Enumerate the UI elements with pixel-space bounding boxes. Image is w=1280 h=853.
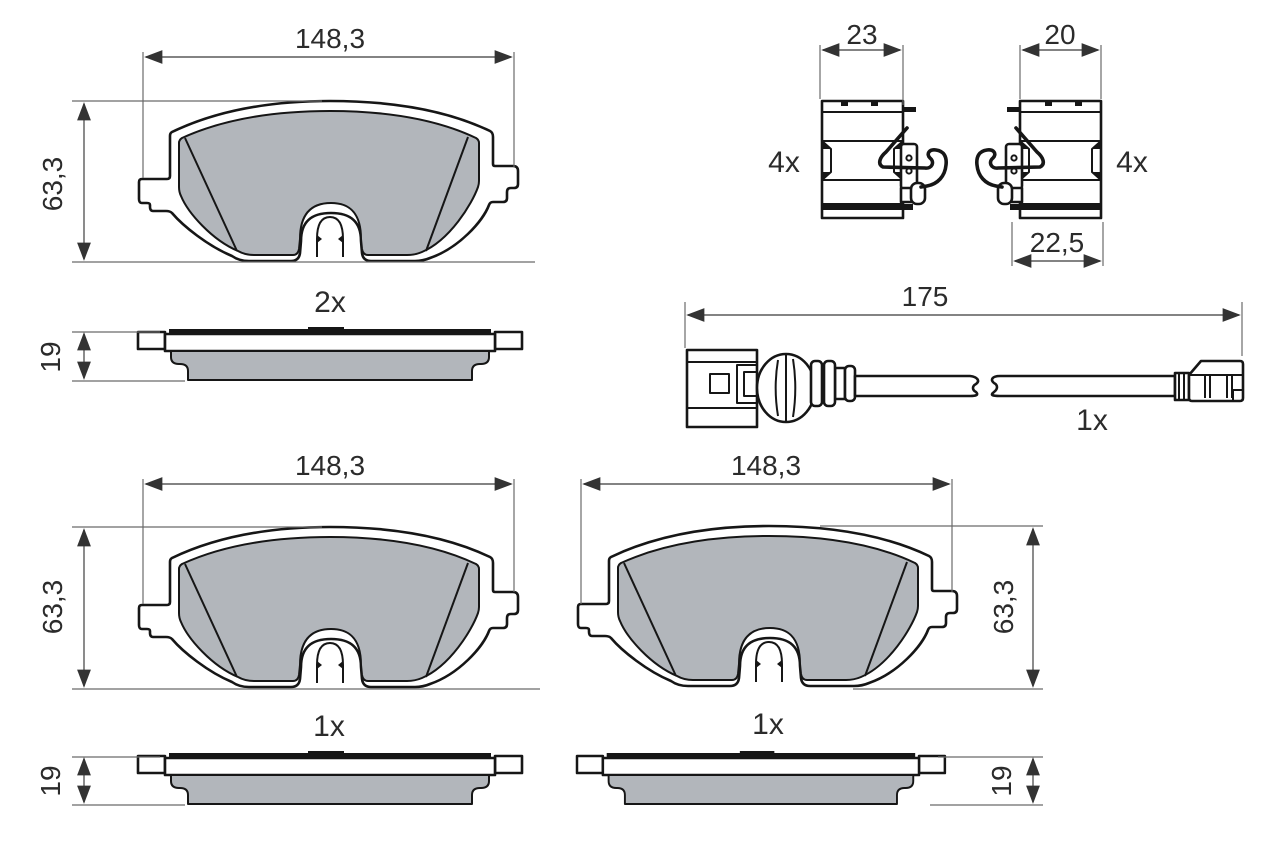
dim-pad-bottom-left-width: 148,3 [295,450,365,481]
pad-side-top [136,325,524,382]
dim-pad-top-thickness: 19 [35,341,66,372]
dim-pad-top-width: 148,3 [295,23,365,54]
qty-clip-right: 4x [1116,146,1148,179]
dim-clip-right-width: 20 [1044,19,1075,50]
qty-clip-left: 4x [768,146,800,179]
dim-pad-bottom-left-height: 63,3 [37,580,68,635]
dim-pad-bottom-right-thickness: 19 [986,765,1017,796]
qty-sensor: 1x [1076,404,1108,437]
extension-lines [72,45,1243,806]
dim-clip-left-width: 23 [846,19,877,50]
dim-pad-bottom-right-height: 63,3 [988,580,1019,635]
dim-pad-bottom-left-thickness: 19 [35,765,66,796]
qty-pad-bottom-left: 1x [313,710,345,743]
wear-sensor [685,348,1245,429]
dim-pad-top-height: 63,3 [37,157,68,212]
dim-pad-bottom-right-width: 148,3 [731,450,801,481]
qty-pad-top: 2x [314,286,346,319]
dim-sensor-length: 175 [902,281,949,312]
qty-pad-bottom-right: 1x [752,708,784,741]
dimension-lines [77,43,1241,804]
pad-side-bottom-right [575,749,947,806]
pad-side-bottom-left [136,749,524,806]
dim-clip-bottom-width: 22,5 [1030,227,1085,258]
